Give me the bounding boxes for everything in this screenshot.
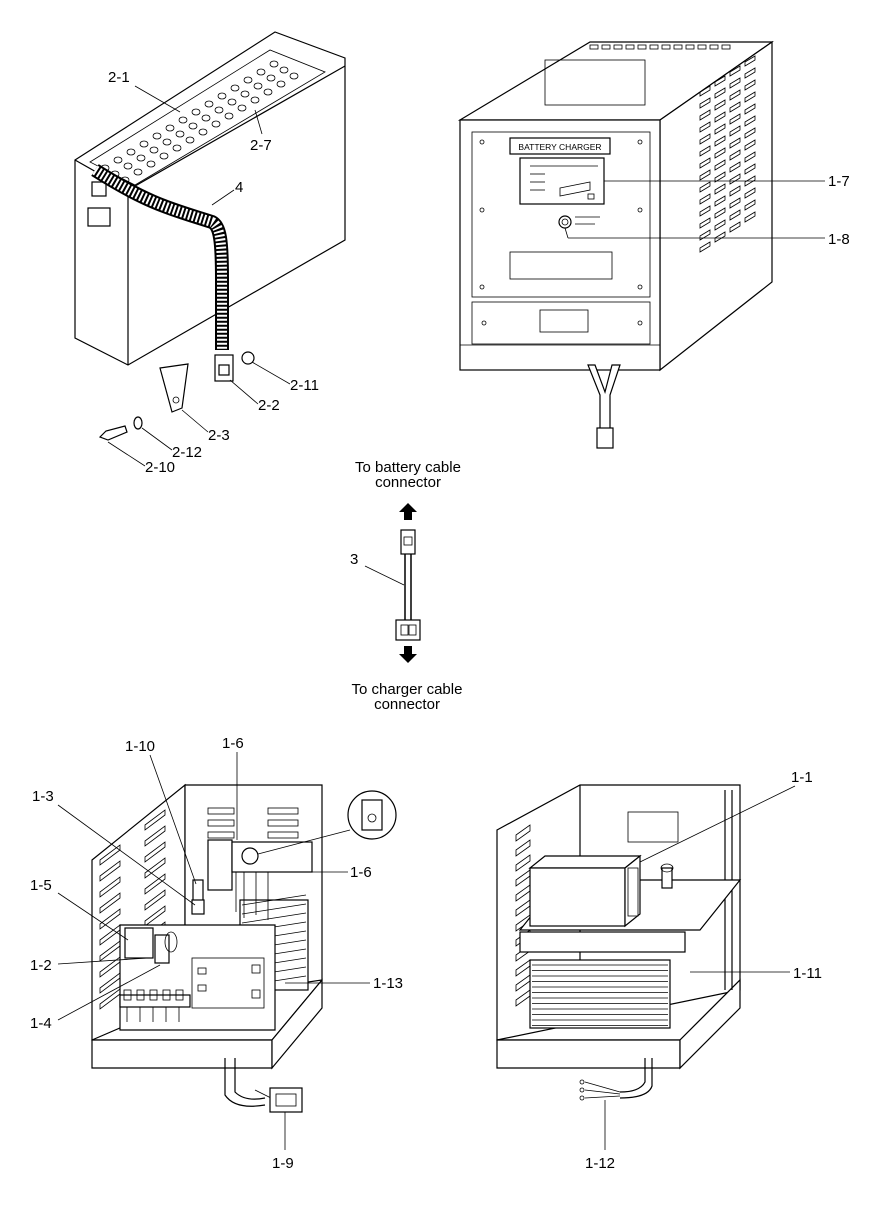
label-1-1: 1-1: [791, 769, 813, 786]
label-1-6-top: 1-6: [222, 735, 244, 752]
panel-title: BATTERY CHARGER: [518, 142, 601, 152]
label-1-9: 1-9: [272, 1155, 294, 1172]
label-1-11: 1-11: [793, 965, 822, 982]
label-2-12: 2-12: [172, 444, 202, 461]
label-2-11: 2-11: [290, 377, 319, 394]
charger-interior-right: 1-1 1-11 1-12: [496, 769, 822, 1172]
label-2-7: 2-7: [250, 137, 272, 154]
label-4: 4: [235, 179, 243, 196]
caption-bottom-line1: To charger cable: [352, 681, 463, 698]
label-1-4-left: 1-4: [30, 1015, 52, 1032]
equalization-switch: [558, 215, 572, 229]
display-panel: [519, 157, 605, 205]
label-2-2: 2-2: [258, 397, 280, 414]
arrow-up-icon: [399, 503, 417, 520]
label-2-10: 2-10: [145, 459, 175, 476]
label-2-3: 2-3: [208, 427, 230, 444]
label-1-5-left: 1-5: [30, 877, 52, 894]
label-2-1: 2-1: [108, 69, 130, 86]
label-1-8: 1-8: [828, 231, 850, 248]
label-1-10-left: 1-10: [125, 738, 155, 755]
arrow-down-icon: [399, 646, 417, 663]
charger-interior-left: 1-10 1-6 1-3 1-6 1-5 1-2 1-13 1-4 1-9: [30, 735, 403, 1172]
label-3: 3: [350, 551, 358, 568]
label-1-12: 1-12: [585, 1155, 615, 1172]
label-1-13-left: 1-13: [373, 975, 403, 992]
caption-bottom-line2: connector: [374, 696, 440, 713]
caption-top-line1: To battery cable: [355, 459, 461, 476]
battery-assembly: 2-1 2-7 4 2-11 2-2 2-3 2-12 2-10: [74, 31, 346, 476]
caption-top-line2: connector: [375, 474, 441, 491]
label-1-3-left: 1-3: [32, 788, 54, 805]
label-1-7: 1-7: [828, 173, 850, 190]
label-1-6-right: 1-6: [350, 864, 372, 881]
extension-cable: To battery cable connector To charger ca…: [350, 459, 462, 713]
charger-front: BATTERY CHARGER 1-7 1-8: [457, 40, 850, 449]
label-1-2-left: 1-2: [30, 957, 52, 974]
